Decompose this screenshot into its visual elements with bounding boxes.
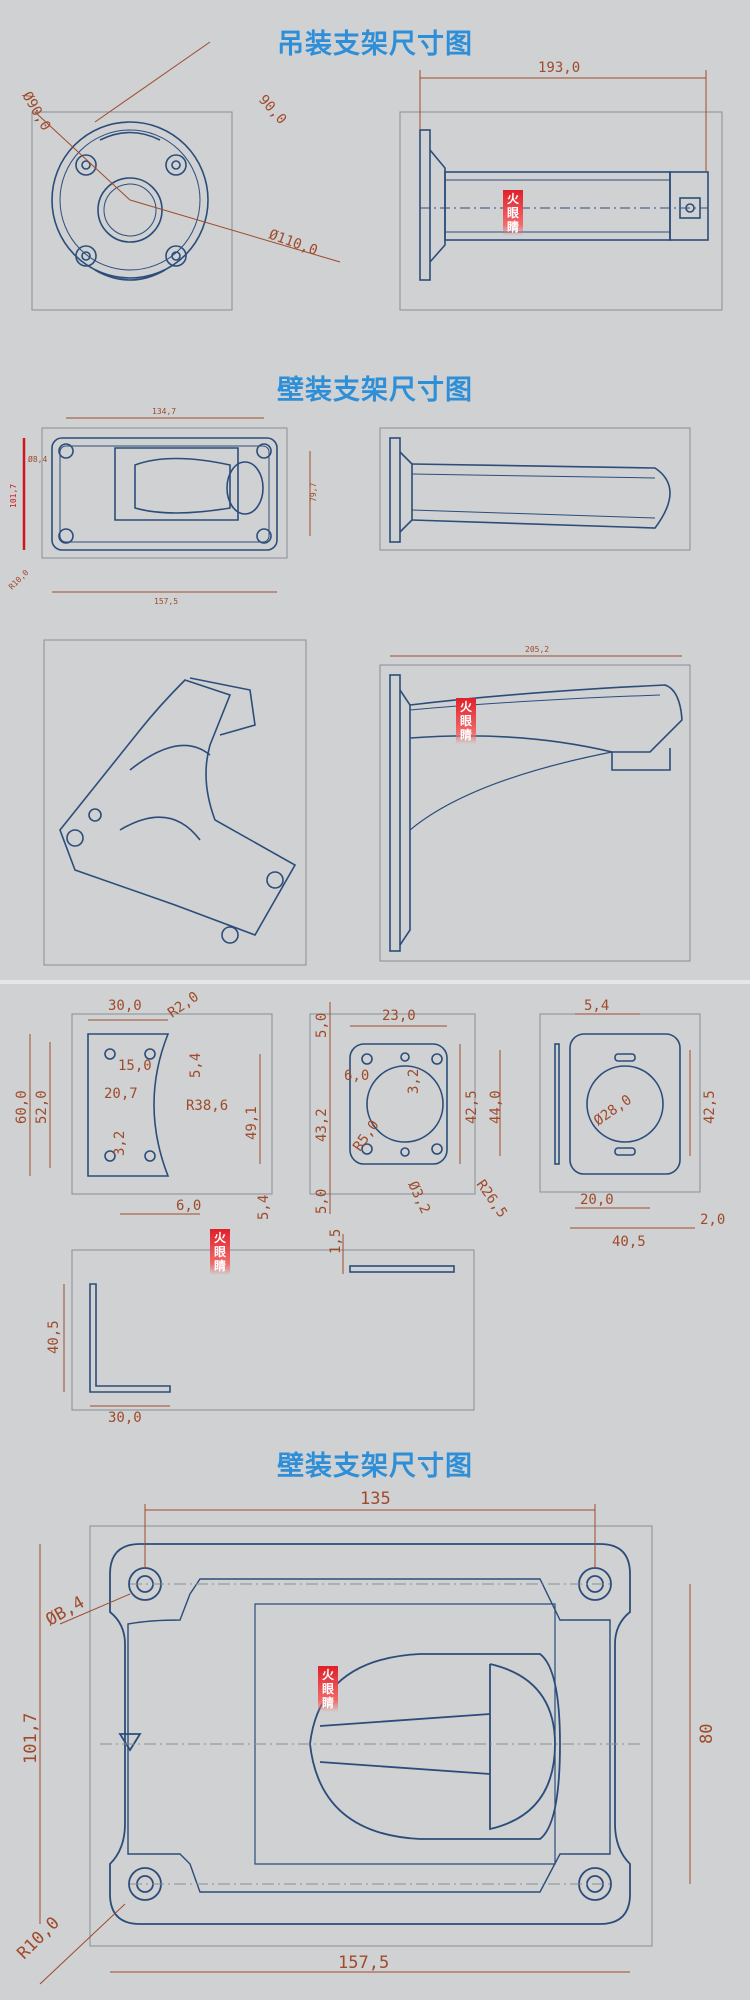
dim-3-2c: Ø3,2 xyxy=(404,1179,433,1216)
dim-r26: R26,5 xyxy=(473,1177,510,1221)
dim-79: 79,7 xyxy=(309,483,318,502)
dim-6b: 6,0 xyxy=(344,1068,369,1084)
wall-mount-title-bottom: 壁装支架尺寸图 xyxy=(277,1451,473,1482)
dim-101-red: 101,7 xyxy=(9,484,18,508)
dim-30b: 30,0 xyxy=(108,1410,142,1426)
dim-135: 135 xyxy=(360,1489,391,1509)
ceiling-mount-panel: 吊装支架尺寸图 xyxy=(0,0,750,360)
dim-r10-bottom: R10,0 xyxy=(13,1913,63,1963)
flat-bracket-panel: 30,0 R2,0 60,0 52,0 15,0 5,4 20,7 R38,6 … xyxy=(0,984,750,1444)
dim-5-4c: 5,4 xyxy=(584,998,609,1014)
dim-44: 44,0 xyxy=(488,1090,504,1124)
dim-205: 205,2 xyxy=(525,645,549,654)
dim-40b: 40,5 xyxy=(46,1320,62,1354)
dim-1-5: 1,5 xyxy=(328,1229,344,1254)
dim-r5: R5,0 xyxy=(350,1117,382,1154)
dim-5-4b: 5,4 xyxy=(256,1195,272,1220)
dim-60: 60,0 xyxy=(14,1090,30,1124)
dim-3-2b: 3,2 xyxy=(406,1069,422,1094)
dim-5a2: 5,0 xyxy=(314,1013,330,1038)
dim-3-2a: 3,2 xyxy=(112,1131,128,1156)
dim-42b: 42,5 xyxy=(702,1090,718,1124)
dim-90-circle: Ø90,0 xyxy=(19,89,54,134)
dim-80: 80 xyxy=(697,1724,717,1744)
dim-157-bottom: 157,5 xyxy=(338,1953,389,1973)
dim-40: 40,5 xyxy=(612,1234,646,1250)
dim-8: Ø8,4 xyxy=(28,454,47,464)
dim-28: Ø28,0 xyxy=(591,1092,635,1129)
dim-r38: R38,6 xyxy=(186,1098,228,1114)
dim-42: 42,5 xyxy=(464,1090,480,1124)
dim-49: 49,1 xyxy=(244,1106,260,1140)
dim-90-diag: 90,0 xyxy=(255,92,289,128)
dim-134: 134,7 xyxy=(152,407,176,416)
wall-mount-panel-top: 壁装支架尺寸图 xyxy=(0,360,750,980)
dim-6: 6,0 xyxy=(176,1198,201,1214)
dim-23: 23,0 xyxy=(382,1008,416,1024)
dim-43: 43,2 xyxy=(314,1108,330,1142)
watermark-stamp: 火眼睛 xyxy=(456,698,476,744)
ceiling-mount-drawing: 90,0 Ø90,0 Ø110,0 193,0 xyxy=(19,41,723,311)
dim-110: Ø110,0 xyxy=(267,227,320,259)
ceiling-mount-title: 吊装支架尺寸图 xyxy=(277,29,473,60)
dim-193: 193,0 xyxy=(538,60,580,76)
wall-mount-title-top: 壁装支架尺寸图 xyxy=(277,375,473,406)
dim-8-4: ØB,4 xyxy=(43,1593,88,1631)
wall-mount-panel-bottom: 壁装支架尺寸图 xyxy=(0,1444,750,2000)
dim-30: 30,0 xyxy=(108,998,142,1014)
dim-52: 52,0 xyxy=(34,1090,50,1124)
dim-5b: 5,0 xyxy=(314,1189,330,1214)
dim-20-7: 20,7 xyxy=(104,1086,138,1102)
dim-5a: 5,4 xyxy=(188,1053,204,1078)
dim-r10-top: R10,0 xyxy=(7,568,31,592)
dim-r2: R2,0 xyxy=(165,989,202,1021)
watermark-stamp: 火眼睛 xyxy=(210,1229,230,1275)
section-divider xyxy=(0,980,750,984)
dim-20: 20,0 xyxy=(580,1192,614,1208)
dim-101: 101,7 xyxy=(21,1713,41,1764)
wall-mount-drawing-top: 134,7 Ø8,4 101,7 79,7 157,5 R10,0 205,2 xyxy=(7,407,691,966)
dim-15: 15,0 xyxy=(118,1058,152,1074)
wall-mount-drawing-bottom: 135 ØB,4 101,7 80 R10,0 157,5 xyxy=(13,1489,717,1985)
flat-bracket-drawing: 30,0 R2,0 60,0 52,0 15,0 5,4 20,7 R38,6 … xyxy=(14,989,725,1426)
watermark-stamp: 火眼睛 xyxy=(503,190,523,236)
dim-157: 157,5 xyxy=(154,597,178,606)
dim-2: 2,0 xyxy=(700,1212,725,1228)
watermark-stamp: 火眼睛 xyxy=(318,1666,338,1712)
